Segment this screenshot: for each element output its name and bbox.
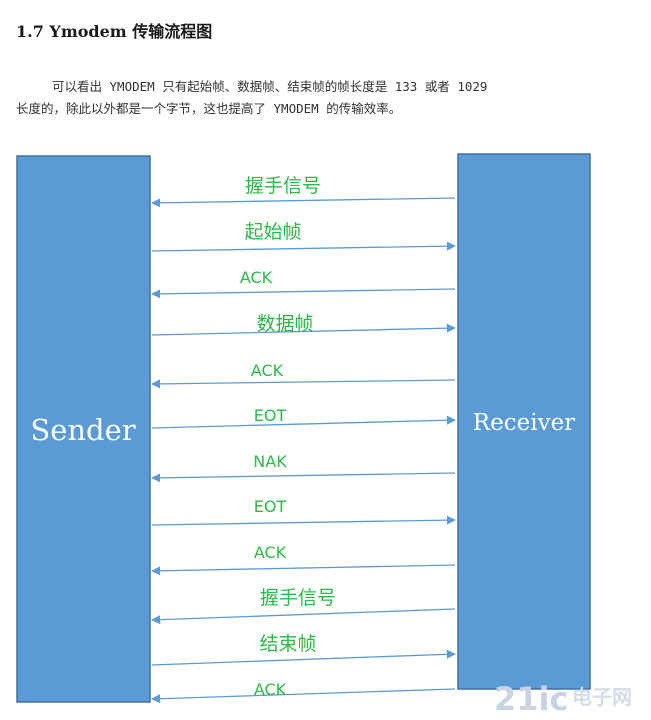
sender-box	[16, 155, 151, 703]
section-heading: 1.7 Ymodem 传输流程图	[16, 22, 213, 41]
intro-paragraph-line-2: 长度的，除此以外都是一个字节，这也提高了 YMODEM 的传输效率。	[16, 101, 402, 116]
message-label: 数据帧	[256, 313, 313, 335]
message-label: EOT	[254, 406, 287, 425]
arrow-to-receiver	[151, 649, 456, 666]
arrow-to-sender	[151, 288, 456, 299]
message-label: ACK	[240, 268, 273, 287]
arrow-to-sender	[151, 564, 456, 576]
arrow-to-sender	[151, 197, 456, 208]
watermark-brand: 21ic	[494, 680, 568, 718]
arrow-to-sender	[151, 379, 456, 389]
watermark: 21ic 电子网	[494, 680, 632, 718]
watermark-text: 电子网	[572, 685, 632, 709]
arrow-to-sender	[151, 472, 456, 483]
message-label: EOT	[254, 497, 287, 516]
arrow-to-receiver	[151, 241, 456, 252]
arrow-to-receiver	[151, 323, 456, 336]
message-label: 起始帧	[244, 221, 301, 243]
arrow-to-receiver	[151, 515, 456, 526]
message-label: ACK	[254, 543, 287, 562]
message-label: 握手信号	[245, 175, 321, 197]
intro-paragraph-line-1: 可以看出 YMODEM 只有起始帧、数据帧、结束帧的帧长度是 133 或者 10…	[52, 79, 488, 94]
message-label: 握手信号	[260, 587, 336, 609]
message-label: ACK	[254, 680, 287, 699]
arrow-to-receiver	[151, 415, 456, 429]
sender-label: Sender	[30, 413, 135, 447]
arrow-to-sender	[151, 608, 456, 625]
receiver-box	[457, 153, 591, 690]
message-label: 结束帧	[259, 633, 316, 655]
arrow-to-sender	[151, 688, 456, 704]
message-label: ACK	[251, 361, 284, 380]
message-label: NAK	[253, 452, 287, 471]
receiver-label: Receiver	[473, 410, 575, 436]
